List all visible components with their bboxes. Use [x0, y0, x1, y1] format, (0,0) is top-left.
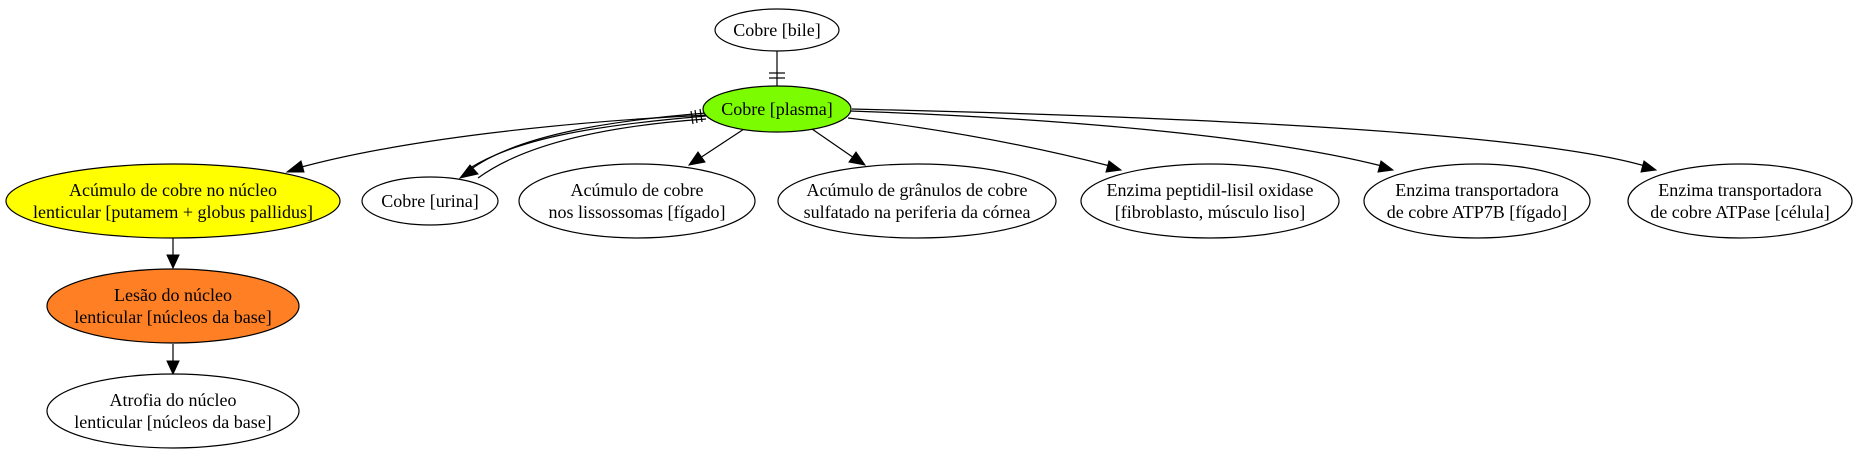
node-cobre-plasma: Cobre [plasma] — [702, 85, 852, 133]
node-acumulo-cornea: Acúmulo de grânulos de cobre sulfatado n… — [777, 163, 1057, 239]
node-label-line-2: [fibroblasto, músculo liso] — [1115, 202, 1305, 222]
node-cobre-bile: Cobre [bile] — [714, 8, 840, 52]
edge-plasma-lissossomas — [687, 128, 745, 166]
edge-acumulo-lesao — [166, 238, 180, 270]
node-label-line-1: Acúmulo de grânulos de cobre — [807, 180, 1028, 200]
node-enzima-atpase: Enzima transportadora de cobre ATPase [c… — [1627, 163, 1853, 239]
edge-plasma-atp7b — [849, 110, 1395, 173]
node-label-line-1: Enzima transportadora — [1395, 180, 1558, 200]
node-label-line-2: nos lissossomas [fígado] — [549, 202, 726, 222]
node-label: Cobre [urina] — [381, 191, 478, 211]
edge-bile-plasma — [769, 50, 785, 87]
node-acumulo-lissossomas: Acúmulo de cobre nos lissossomas [fígado… — [518, 163, 756, 239]
edge-plasma-cornea — [811, 128, 867, 166]
node-label: Cobre [plasma] — [721, 99, 832, 119]
node-label-line-2: de cobre ATPase [célula] — [1650, 202, 1829, 222]
node-enzima-atp7b: Enzima transportadora de cobre ATP7B [fí… — [1363, 163, 1591, 239]
node-label-line-2: sulfatado na periferia da córnea — [804, 202, 1031, 222]
node-label-line-2: lenticular [núcleos da base] — [74, 307, 271, 327]
edge-plasma-atpase — [851, 108, 1658, 173]
edges — [166, 50, 1658, 376]
edge-plasma-peptidil — [847, 117, 1123, 173]
node-label-line-1: Enzima peptidil-lisil oxidase — [1107, 180, 1314, 200]
node-acumulo-lenticular: Acúmulo de cobre no núcleo lenticular [p… — [5, 163, 341, 239]
node-label-line-1: Acúmulo de cobre no núcleo — [69, 180, 277, 200]
node-enzima-peptidil: Enzima peptidil-lisil oxidase [fibroblas… — [1080, 163, 1340, 239]
node-label-line-1: Lesão do núcleo — [114, 285, 232, 305]
node-label-line-2: de cobre ATP7B [fígado] — [1387, 202, 1567, 222]
node-cobre-urina: Cobre [urina] — [361, 176, 499, 226]
node-label-line-2: lenticular [putamem + globus pallidus] — [33, 202, 313, 222]
edge-lissossomas-plasma — [469, 110, 707, 169]
edge-lesao-atrofia — [166, 344, 180, 376]
node-label-line-1: Acúmulo de cobre — [571, 180, 704, 200]
node-label-line-1: Enzima transportadora — [1658, 180, 1821, 200]
nodes: Cobre [bile] Cobre [plasma] Acúmulo de c… — [5, 8, 1853, 449]
node-label-line-1: Atrofia do núcleo — [110, 390, 237, 410]
edge-plasma-acumulo-lenticular — [285, 114, 709, 173]
node-label-line-2: lenticular [núcleos da base] — [74, 412, 271, 432]
node-label: Cobre [bile] — [733, 20, 820, 40]
node-atrofia-lenticular: Atrofia do núcleo lenticular [núcleos da… — [46, 373, 300, 449]
node-lesao-lenticular: Lesão do núcleo lenticular [núcleos da b… — [46, 268, 300, 344]
